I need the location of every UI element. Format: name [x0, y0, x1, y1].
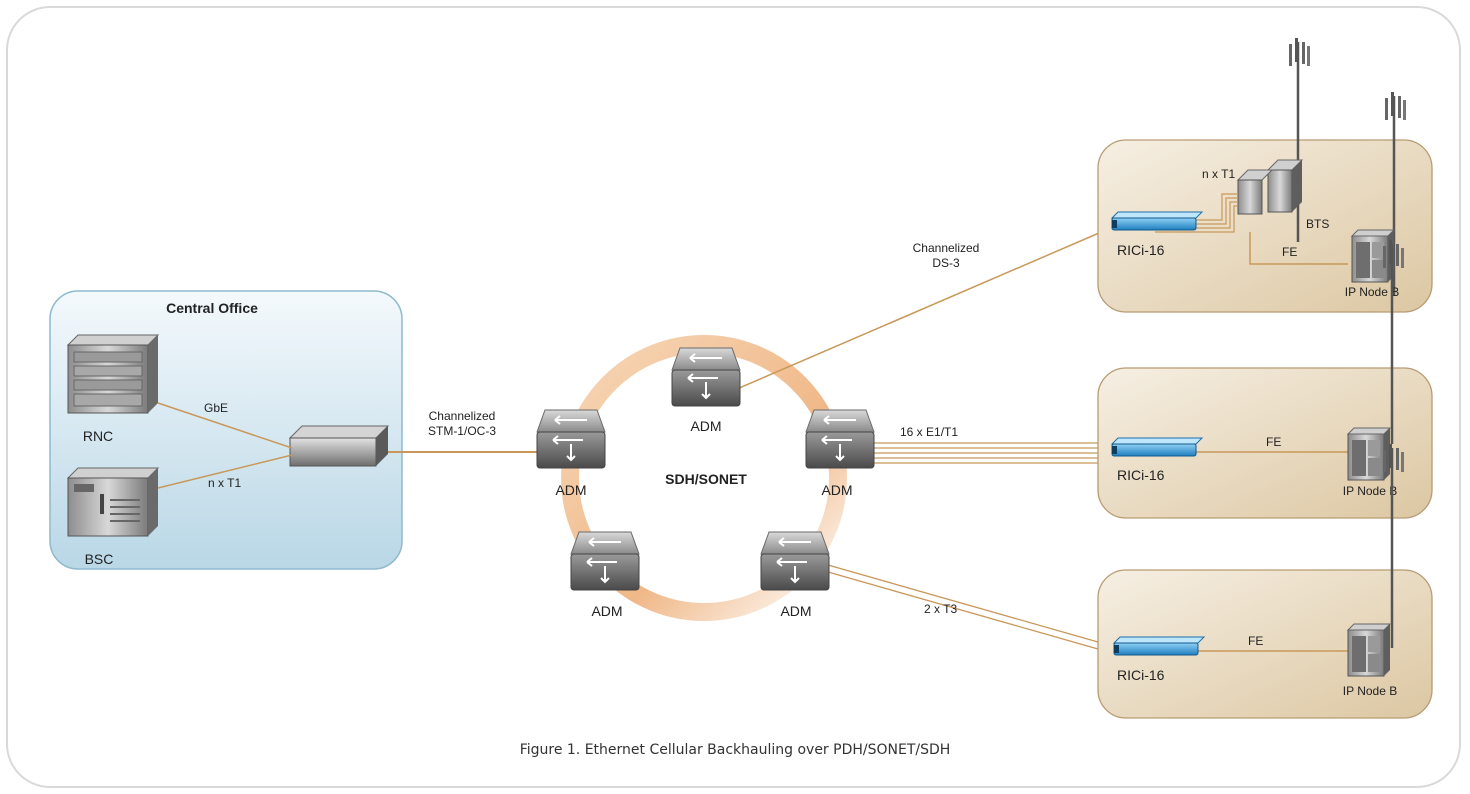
site-top-bts-label: BTS — [1306, 217, 1329, 231]
site-top-nodeb-label: IP Node B — [1345, 285, 1399, 299]
figure-caption: Figure 1. Ethernet Cellular Backhauling … — [519, 742, 951, 758]
e1t1-bundle-link — [868, 442, 1108, 464]
t3-bundle-link — [827, 564, 1113, 654]
adm-node-bottom-left — [570, 531, 640, 591]
adm-node-left — [536, 409, 606, 469]
site-bot-box — [1097, 569, 1433, 719]
central-office-title: Central Office — [166, 300, 258, 316]
ds3-label-line2: DS-3 — [932, 256, 960, 270]
rnc-label: RNC — [83, 428, 113, 444]
bsc-label: BSC — [85, 551, 114, 567]
uplink-label-line1: Channelized — [429, 409, 496, 423]
ring-label: SDH/SONET — [665, 471, 747, 487]
rici-device-top — [1111, 211, 1203, 231]
adm-label-top: ADM — [690, 418, 721, 434]
adm-label-bottom-right: ADM — [780, 603, 811, 619]
fe-link-top — [1249, 232, 1348, 265]
adm-label-right: ADM — [821, 482, 852, 498]
bsc-icon — [66, 467, 160, 537]
site-top-fe-label: FE — [1282, 245, 1297, 259]
site-top-nxt1-label: n x T1 — [1202, 167, 1235, 181]
adm-node-top — [671, 347, 741, 407]
ip-node-b-icon-bot — [1347, 623, 1391, 677]
rici-device-mid — [1111, 437, 1203, 457]
rici-device-bot — [1113, 636, 1205, 656]
aggregation-device-icon — [288, 425, 390, 467]
site-mid-fe-label: FE — [1266, 435, 1281, 449]
bts-icon — [1236, 159, 1304, 215]
adm-node-bottom-right — [760, 531, 830, 591]
uplink-label-line2: STM-1/OC-3 — [428, 424, 496, 438]
site-mid-nodeb-label: IP Node B — [1343, 484, 1397, 498]
adm-label-bottom-left: ADM — [591, 603, 622, 619]
rnc-icon — [66, 334, 160, 414]
site-top-device-label: RICi-16 — [1117, 242, 1165, 258]
site-bot-fe-label: FE — [1248, 634, 1263, 648]
adm-node-right — [805, 409, 875, 469]
site-top-box — [1097, 139, 1433, 313]
sdh-sonet-ring — [561, 335, 847, 621]
adm-label-left: ADM — [555, 482, 586, 498]
ds3-label-line1: Channelized — [913, 241, 980, 255]
ds3-link — [729, 226, 1114, 393]
site-bot-device-label: RICi-16 — [1117, 667, 1165, 683]
gbe-link — [157, 402, 293, 449]
site-mid-device-label: RICi-16 — [1117, 467, 1165, 483]
gbe-label: GbE — [204, 401, 228, 415]
nxt1-label: n x T1 — [208, 476, 241, 490]
ip-node-b-icon-top — [1351, 229, 1395, 283]
site-bot-nodeb-label: IP Node B — [1343, 684, 1397, 698]
nxt1-link — [157, 454, 293, 489]
site-mid-box — [1097, 367, 1433, 519]
e1t1-label: 16 x E1/T1 — [900, 425, 958, 439]
t3-label: 2 x T3 — [924, 602, 957, 616]
